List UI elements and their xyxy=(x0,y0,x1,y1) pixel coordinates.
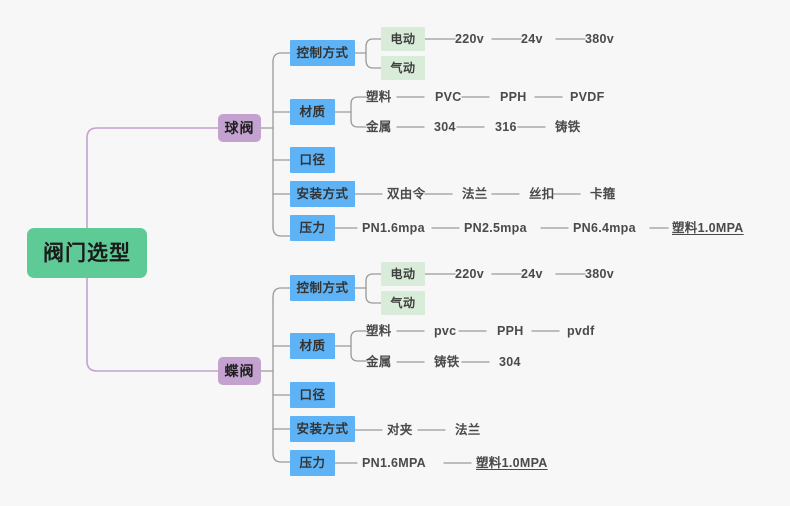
leaf-b2-24v[interactable]: 24v xyxy=(521,267,543,281)
root-node[interactable]: 阀门选型 xyxy=(27,228,147,278)
green-node-b1-electric[interactable]: 电动 xyxy=(381,27,425,51)
sub-node-b1-material[interactable]: 材质 xyxy=(290,99,335,125)
leaf-b2-pph[interactable]: PPH xyxy=(497,324,524,338)
leaf-b1-double-union[interactable]: 双由令 xyxy=(387,187,426,201)
leaf-b1-304[interactable]: 304 xyxy=(434,120,456,134)
branch-node-butterfly-valve-label: 蝶阀 xyxy=(224,363,255,379)
leaf-b2-metal[interactable]: 金属 xyxy=(366,355,392,369)
green-node-b1-pneumatic-label: 气动 xyxy=(390,61,416,75)
sub-node-b1-control-label: 控制方式 xyxy=(296,45,349,60)
sub-node-b1-install[interactable]: 安装方式 xyxy=(290,181,355,207)
root-node-label: 阀门选型 xyxy=(43,241,131,265)
leaf-b2-380v[interactable]: 380v xyxy=(585,267,615,281)
sub-node-b1-pressure-label: 压力 xyxy=(299,220,326,235)
leaf-b2-304[interactable]: 304 xyxy=(499,355,521,369)
sub-node-b1-caliber-label: 口径 xyxy=(299,152,326,167)
green-node-b1-pneumatic[interactable]: 气动 xyxy=(381,56,425,80)
leaf-b2-wafer[interactable]: 对夹 xyxy=(387,423,413,437)
leaf-b1-220v[interactable]: 220v xyxy=(455,32,485,46)
sub-node-b2-pressure[interactable]: 压力 xyxy=(290,450,335,476)
green-node-b1-electric-label: 电动 xyxy=(390,32,416,46)
leaf-b1-pph[interactable]: PPH xyxy=(500,90,527,104)
sub-node-b1-pressure[interactable]: 压力 xyxy=(290,215,335,241)
sub-node-b1-control[interactable]: 控制方式 xyxy=(290,40,355,66)
leaf-b1-380v[interactable]: 380v xyxy=(585,32,615,46)
branch-node-butterfly-valve[interactable]: 蝶阀 xyxy=(218,357,261,385)
sub-node-b2-material[interactable]: 材质 xyxy=(290,333,335,359)
leaf-b1-clamp[interactable]: 卡箍 xyxy=(590,187,616,201)
leaf-b1-plastic-10mpa[interactable]: 塑料1.0MPA xyxy=(672,221,744,235)
branch-node-ball-valve[interactable]: 球阀 xyxy=(218,114,261,142)
sub-node-b2-install[interactable]: 安装方式 xyxy=(290,416,355,442)
green-node-b2-pneumatic-label: 气动 xyxy=(390,296,416,310)
sub-node-b1-install-label: 安装方式 xyxy=(296,186,349,201)
leaf-b2-cast-iron[interactable]: 铸铁 xyxy=(434,355,460,369)
leaf-b1-pn64mpa[interactable]: PN6.4mpa xyxy=(573,221,636,235)
leaf-b2-pn16mpa[interactable]: PN1.6MPA xyxy=(362,456,426,470)
leaf-b2-flange[interactable]: 法兰 xyxy=(455,423,481,437)
leaf-b1-metal[interactable]: 金属 xyxy=(366,120,392,134)
leaf-b1-316[interactable]: 316 xyxy=(495,120,517,134)
green-node-b2-electric-label: 电动 xyxy=(390,267,416,281)
leaf-b1-pn16mpa[interactable]: PN1.6mpa xyxy=(362,221,425,235)
sub-node-b2-install-label: 安装方式 xyxy=(296,421,349,436)
sub-node-b1-material-label: 材质 xyxy=(299,104,326,119)
branch-node-ball-valve-label: 球阀 xyxy=(224,120,255,136)
leaf-b1-pvc[interactable]: PVC xyxy=(435,90,462,104)
sub-node-b2-material-label: 材质 xyxy=(299,338,326,353)
sub-node-b2-control[interactable]: 控制方式 xyxy=(290,275,355,301)
leaf-b1-24v[interactable]: 24v xyxy=(521,32,543,46)
leaf-b2-220v[interactable]: 220v xyxy=(455,267,485,281)
leaf-b1-thread[interactable]: 丝扣 xyxy=(529,187,555,201)
sub-node-b2-control-label: 控制方式 xyxy=(296,280,349,295)
leaf-b1-flange[interactable]: 法兰 xyxy=(462,187,488,201)
leaf-b2-pvdf[interactable]: pvdf xyxy=(567,324,595,338)
leaf-b2-pvc[interactable]: pvc xyxy=(434,324,457,338)
sub-node-b2-caliber-label: 口径 xyxy=(299,387,326,402)
leaf-b2-plastic[interactable]: 塑料 xyxy=(366,324,392,338)
sub-node-b2-caliber[interactable]: 口径 xyxy=(290,382,335,408)
leaf-b1-plastic[interactable]: 塑料 xyxy=(366,90,392,104)
leaf-b1-cast-iron[interactable]: 铸铁 xyxy=(555,120,581,134)
sub-node-b1-caliber[interactable]: 口径 xyxy=(290,147,335,173)
green-node-b2-electric[interactable]: 电动 xyxy=(381,262,425,286)
sub-node-b2-pressure-label: 压力 xyxy=(299,455,326,470)
leaf-b1-pvdf[interactable]: PVDF xyxy=(570,90,605,104)
leaf-b2-plastic-10mpa[interactable]: 塑料1.0MPA xyxy=(476,456,548,470)
green-node-b2-pneumatic[interactable]: 气动 xyxy=(381,291,425,315)
leaf-b1-pn25mpa[interactable]: PN2.5mpa xyxy=(464,221,527,235)
